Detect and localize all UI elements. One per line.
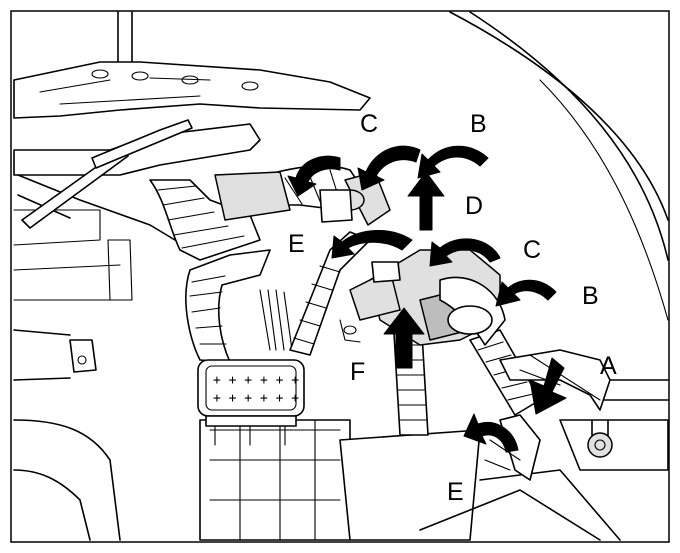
- curved-arrow-icon: [357, 145, 421, 191]
- callout-d: D: [465, 192, 483, 220]
- background-structure: [13, 11, 669, 541]
- callout-e-left: E: [288, 230, 305, 258]
- callout-e-bottom: E: [447, 478, 464, 506]
- curved-arrow-icon: [287, 155, 341, 197]
- instruction-arrows: [287, 145, 567, 453]
- connector-pins-top: + + + + + +: [213, 373, 299, 388]
- callout-f: F: [350, 358, 365, 386]
- curved-arrow-icon: [463, 413, 519, 453]
- straight-arrow-down-icon: [529, 357, 567, 415]
- straight-arrow-up-icon: [383, 307, 425, 369]
- callout-labels: C B D E C B A F E: [288, 110, 617, 506]
- callout-c-top: C: [360, 110, 378, 138]
- callout-b-top: B: [470, 110, 487, 138]
- curved-arrow-icon: [495, 279, 557, 307]
- curved-arrow-icon: [429, 238, 501, 267]
- callout-b-right: B: [582, 282, 599, 310]
- curved-arrow-icon: [417, 145, 489, 179]
- curved-arrow-icon: [331, 229, 413, 259]
- straight-arrow-up-icon: [407, 171, 445, 231]
- callout-c-right: C: [523, 236, 541, 264]
- callout-a: A: [600, 352, 617, 380]
- multi-pin-connector: + + + + + + + + + + + +: [197, 359, 305, 446]
- connector-pins-bottom: + + + + + +: [213, 391, 299, 406]
